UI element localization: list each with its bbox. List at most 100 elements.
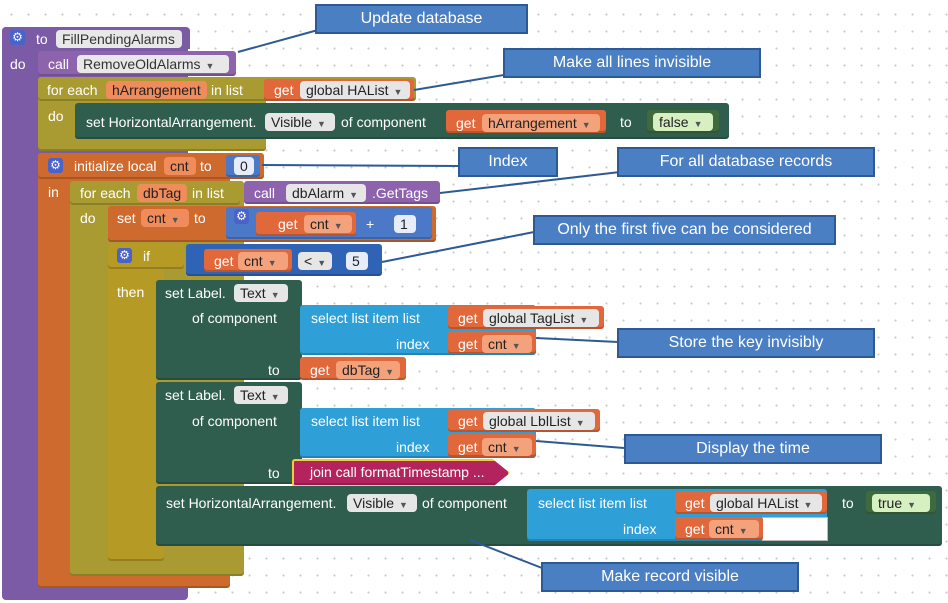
- get-var-dropdown[interactable]: dbTag ▼: [336, 361, 400, 379]
- local-var-field[interactable]: cnt: [164, 157, 196, 175]
- if-block[interactable]: [108, 243, 164, 561]
- logic-value-dropdown[interactable]: true ▼: [872, 494, 930, 512]
- get-var-name: hArrangement: [488, 115, 577, 131]
- dropdown-arrow-icon: ▼: [393, 87, 403, 97]
- then-label: then: [117, 284, 145, 300]
- get-var-name: cnt: [244, 253, 263, 269]
- set-visible-false-block[interactable]: [75, 103, 729, 139]
- get-label: get: [685, 495, 705, 511]
- procedure-mutator-gear-icon[interactable]: ⚙: [10, 30, 25, 45]
- foreach-do-label: do: [48, 108, 64, 124]
- set-prop-dropdown[interactable]: Text ▼: [234, 284, 288, 302]
- dropdown-arrow-icon: ▼: [693, 119, 703, 129]
- get-var-name: cnt: [488, 439, 507, 455]
- dropdown-arrow-icon: ▼: [385, 367, 395, 377]
- to-label: to: [194, 210, 206, 226]
- get-var-name: global LblList: [489, 413, 571, 429]
- foreach-var-field[interactable]: hArrangement: [106, 81, 207, 99]
- get-label: get: [458, 439, 478, 455]
- operator-label: +: [366, 216, 375, 232]
- in-label: in: [48, 184, 59, 200]
- set-prop-dropdown[interactable]: Visible ▼: [265, 113, 335, 131]
- set-prop-name: Visible: [271, 114, 312, 130]
- get-var-dropdown[interactable]: global TagList▼: [483, 309, 599, 327]
- logic-value: false: [659, 114, 689, 130]
- select-list-item-label: select list item list: [538, 495, 647, 511]
- math-mutator-gear-icon[interactable]: ⚙: [234, 209, 249, 224]
- to-label: to: [620, 114, 632, 130]
- get-label: get: [456, 115, 476, 131]
- dropdown-arrow-icon: ▼: [267, 258, 277, 268]
- get-var-name: dbTag: [342, 362, 381, 378]
- procedure-to-label: to: [36, 31, 48, 47]
- get-label: get: [274, 82, 294, 98]
- get-var-name: global HAList: [306, 82, 389, 98]
- dropdown-arrow-icon: ▼: [270, 290, 280, 300]
- dropdown-arrow-icon: ▼: [399, 500, 408, 510]
- set-prop-dropdown[interactable]: Text▼: [234, 386, 288, 404]
- get-var-dropdown[interactable]: cnt▼: [709, 520, 759, 538]
- if-mutator-gear-icon[interactable]: ⚙: [117, 248, 132, 263]
- get-label: get: [458, 413, 478, 429]
- foreach-do-label: do: [80, 210, 96, 226]
- call-procedure-dropdown[interactable]: RemoveOldAlarms▼: [77, 55, 229, 73]
- set-label: set: [117, 210, 136, 226]
- to-label: to: [842, 495, 854, 511]
- compare-op-dropdown[interactable]: <▼: [298, 252, 332, 270]
- dropdown-arrow-icon: ▼: [907, 500, 917, 510]
- callout-only-first-five: Only the first five can be considered: [533, 215, 836, 245]
- logic-value-dropdown[interactable]: false ▼: [653, 113, 713, 131]
- get-label: get: [310, 362, 330, 378]
- logic-value: true: [878, 495, 903, 511]
- join-format-timestamp-block[interactable]: [292, 459, 510, 487]
- component-dropdown[interactable]: dbAlarm▼: [286, 184, 366, 202]
- dropdown-arrow-icon: ▼: [317, 119, 326, 129]
- get-var-name: global HAList: [716, 495, 799, 511]
- dropdown-arrow-icon: ▼: [581, 120, 591, 130]
- if-label: if: [143, 248, 150, 264]
- dropdown-arrow-icon: ▼: [511, 341, 521, 351]
- set-label-label: set Label.: [165, 387, 226, 403]
- get-var-dropdown[interactable]: global HAList ▼: [300, 81, 410, 99]
- foreach-in-list-label: in list: [192, 185, 224, 201]
- set-var-dropdown[interactable]: cnt▼: [141, 209, 189, 227]
- number-field[interactable]: 1: [394, 215, 416, 233]
- get-var-dropdown[interactable]: cnt▼: [482, 335, 532, 353]
- dropdown-arrow-icon: ▼: [205, 61, 215, 71]
- get-var-dropdown[interactable]: global LblList ▼: [483, 412, 595, 430]
- get-label: get: [685, 521, 705, 537]
- callout-store-key-invisibly: Store the key invisibly: [617, 328, 875, 358]
- get-var-dropdown[interactable]: global HAList▼: [710, 494, 822, 512]
- get-label: get: [458, 336, 478, 352]
- set-prop-dropdown[interactable]: Visible▼: [347, 494, 417, 512]
- get-label: get: [458, 310, 478, 326]
- foreach-label: for each: [80, 185, 131, 201]
- number-field[interactable]: 5: [346, 252, 368, 270]
- callout-display-time: Display the time: [624, 434, 882, 464]
- procedure-do-label: do: [10, 56, 26, 72]
- dropdown-arrow-icon: ▼: [738, 526, 748, 536]
- dropdown-arrow-icon: ▼: [317, 258, 327, 268]
- index-label: index: [396, 336, 430, 352]
- component-name: dbAlarm: [292, 185, 345, 201]
- procedure-name-field[interactable]: FillPendingAlarms: [56, 30, 182, 48]
- local-mutator-gear-icon[interactable]: ⚙: [48, 158, 63, 173]
- get-var-dropdown[interactable]: hArrangement ▼: [482, 114, 600, 132]
- get-var-name: cnt: [310, 216, 329, 232]
- set-prop-name: Text: [240, 285, 266, 301]
- get-label: get: [214, 253, 234, 269]
- set-prop-name: Text: [240, 387, 266, 403]
- to-label: to: [200, 158, 212, 174]
- compare-op: <: [304, 253, 313, 269]
- dropdown-arrow-icon: ▼: [575, 418, 585, 428]
- foreach-var-field[interactable]: dbTag: [137, 184, 187, 202]
- of-component-label: of component: [192, 413, 277, 429]
- get-var-dropdown[interactable]: cnt▼: [482, 438, 532, 456]
- get-var-dropdown[interactable]: cnt▼: [304, 215, 352, 233]
- select-list-item-label: select list item list: [311, 413, 420, 429]
- number-field[interactable]: 0: [234, 157, 254, 175]
- get-var-dropdown[interactable]: cnt ▼: [238, 252, 288, 270]
- set-label-label: set Label.: [165, 285, 226, 301]
- get-var-name: global TagList: [489, 310, 575, 326]
